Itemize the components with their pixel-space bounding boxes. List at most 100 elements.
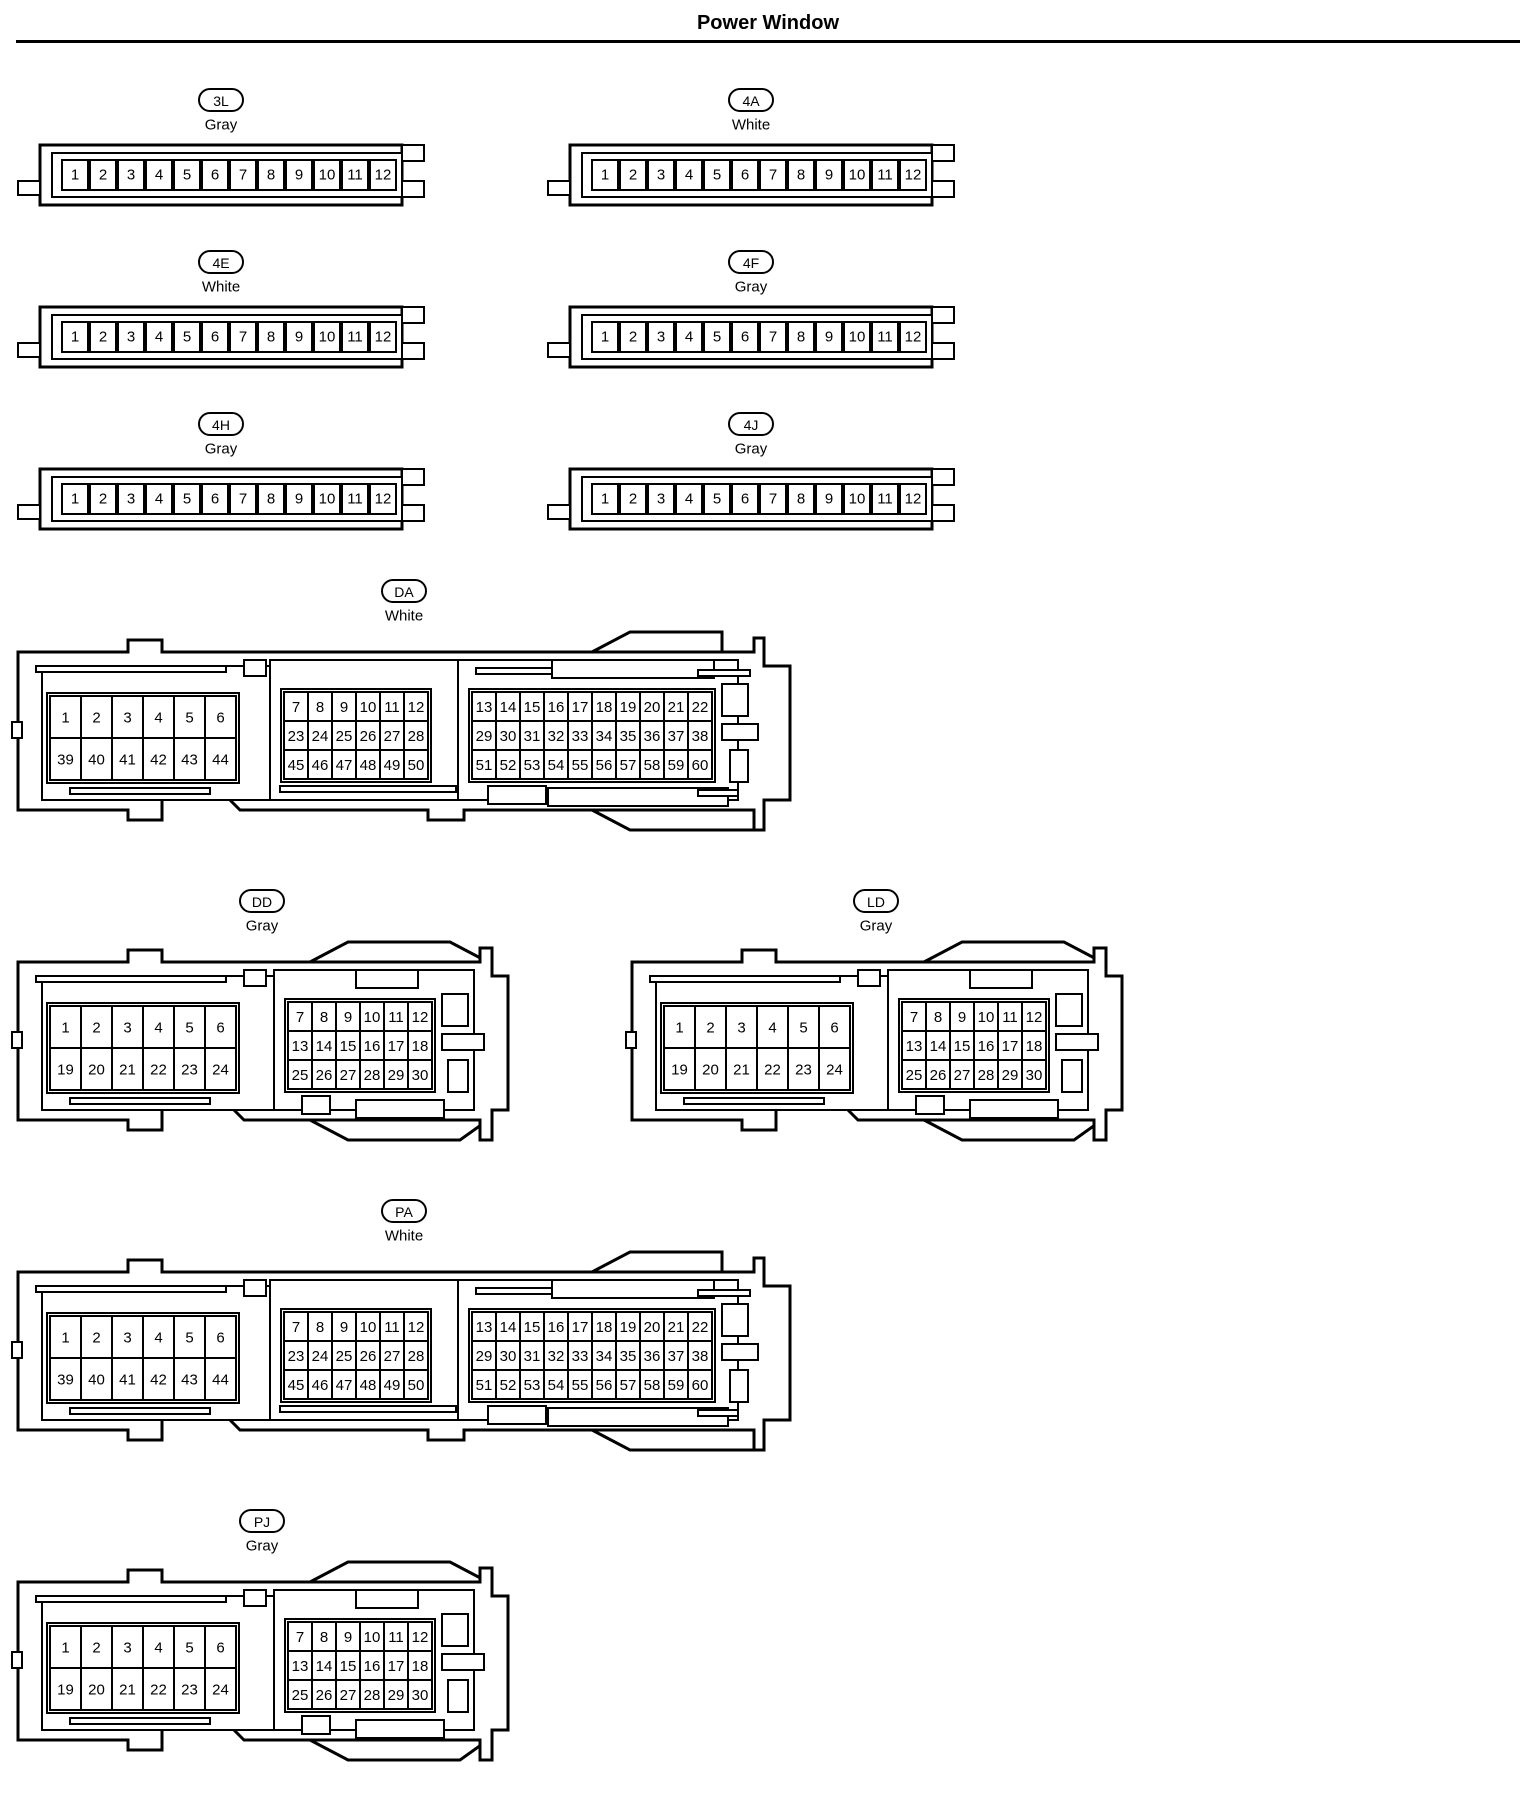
pin-number: 18 xyxy=(412,1658,429,1675)
pin-number: 15 xyxy=(524,699,541,716)
connector-window xyxy=(447,1059,469,1093)
connector-ear-bottom xyxy=(931,180,955,198)
pin-number: 20 xyxy=(88,1062,105,1079)
pin-number: 30 xyxy=(412,1687,429,1704)
pin-number: 8 xyxy=(316,699,324,716)
pin-number: 22 xyxy=(764,1062,781,1079)
pin-number: 16 xyxy=(548,699,565,716)
connector-slot xyxy=(355,969,419,989)
pin-cell xyxy=(257,159,285,191)
pin-number: 8 xyxy=(316,1319,324,1336)
connector-top-flap xyxy=(923,940,1103,964)
connector-window xyxy=(447,1679,469,1713)
pin-cell xyxy=(383,1679,409,1710)
pin-number: 12 xyxy=(412,1009,429,1026)
pin-number: 22 xyxy=(692,699,709,716)
pin-cell xyxy=(287,1030,313,1061)
pin-cell xyxy=(311,1679,337,1710)
connector-id-label: 4F xyxy=(743,255,759,271)
pin-cell xyxy=(815,483,843,515)
pin-number: 7 xyxy=(296,1009,304,1026)
pin-cell xyxy=(117,483,145,515)
pin-cell xyxy=(663,720,689,751)
pin-cell xyxy=(759,321,787,353)
pin-number: 12 xyxy=(408,1319,425,1336)
connector-rail xyxy=(35,975,227,983)
connector-notch xyxy=(857,969,881,987)
pin-number: 4 xyxy=(768,1020,776,1037)
pin-cell xyxy=(787,1047,820,1091)
pin-cell xyxy=(591,483,619,515)
pin-number: 2 xyxy=(99,167,107,184)
pin-number: 50 xyxy=(408,757,425,774)
pin-number: 53 xyxy=(524,757,541,774)
pin-cell xyxy=(355,1311,381,1342)
connector-rail xyxy=(279,785,457,793)
connector-color-label: White xyxy=(732,117,770,134)
connector-color-label: White xyxy=(385,608,423,625)
connector-rail xyxy=(35,1595,227,1603)
pin-cell xyxy=(407,1679,433,1710)
pin-number: 27 xyxy=(340,1687,357,1704)
pin-number: 20 xyxy=(644,1319,661,1336)
pin-number: 18 xyxy=(596,1319,613,1336)
connector-slot xyxy=(301,1095,331,1115)
pin-number: 3 xyxy=(127,167,135,184)
connector-window xyxy=(1055,993,1083,1027)
pin-number: 57 xyxy=(620,1377,637,1394)
pin-number: 18 xyxy=(412,1038,429,1055)
pin-number: 17 xyxy=(572,1319,589,1336)
pin-number: 22 xyxy=(150,1682,167,1699)
pin-number: 17 xyxy=(388,1658,405,1675)
connector-window xyxy=(721,683,749,717)
connector-window xyxy=(721,1343,759,1361)
pin-number: 10 xyxy=(360,1319,377,1336)
pin-cell xyxy=(495,749,521,780)
pin-number: 6 xyxy=(741,167,749,184)
pin-number: 28 xyxy=(364,1067,381,1084)
pin-cell xyxy=(89,321,117,353)
pin-number: 52 xyxy=(500,1377,517,1394)
pin-cell xyxy=(257,483,285,515)
connector-rail xyxy=(683,1097,825,1105)
pin-number: 8 xyxy=(797,167,805,184)
pin-number: 23 xyxy=(795,1062,812,1079)
connector-rail xyxy=(475,667,563,675)
pin-cell xyxy=(49,1005,82,1049)
pin-cell xyxy=(591,159,619,191)
pin-cell xyxy=(142,1047,175,1091)
pin-number: 44 xyxy=(212,752,229,769)
pin-cell xyxy=(229,159,257,191)
pin-number: 30 xyxy=(1026,1067,1043,1084)
connector-ear-bottom xyxy=(931,504,955,522)
pin-number: 4 xyxy=(155,329,163,346)
pin-number: 2 xyxy=(99,491,107,508)
pin-number: 59 xyxy=(668,1377,685,1394)
pin-number: 20 xyxy=(702,1062,719,1079)
pin-number: 4 xyxy=(154,1640,162,1657)
pin-number: 34 xyxy=(596,1348,613,1365)
pin-number: 1 xyxy=(61,710,69,727)
pin-number: 6 xyxy=(211,167,219,184)
pin-number: 3 xyxy=(127,329,135,346)
pin-cell xyxy=(639,749,665,780)
pin-cell xyxy=(142,1357,175,1401)
pin-number: 20 xyxy=(88,1682,105,1699)
pin-cell xyxy=(287,1679,313,1710)
pin-cell xyxy=(687,691,713,722)
connector-top-flap xyxy=(309,940,489,964)
pin-cell xyxy=(341,159,369,191)
pin-number: 48 xyxy=(360,1377,377,1394)
pin-number: 11 xyxy=(347,491,363,508)
pin-number: 3 xyxy=(123,1020,131,1037)
pin-number: 60 xyxy=(692,757,709,774)
connector-top-flap xyxy=(309,1560,489,1584)
pin-number: 16 xyxy=(364,1038,381,1055)
pin-cell xyxy=(204,1047,237,1091)
pin-cell xyxy=(567,1369,593,1400)
pin-cell xyxy=(142,737,175,781)
connector-ear-top xyxy=(931,468,955,486)
pin-cell xyxy=(519,1311,545,1342)
pin-number: 38 xyxy=(692,1348,709,1365)
